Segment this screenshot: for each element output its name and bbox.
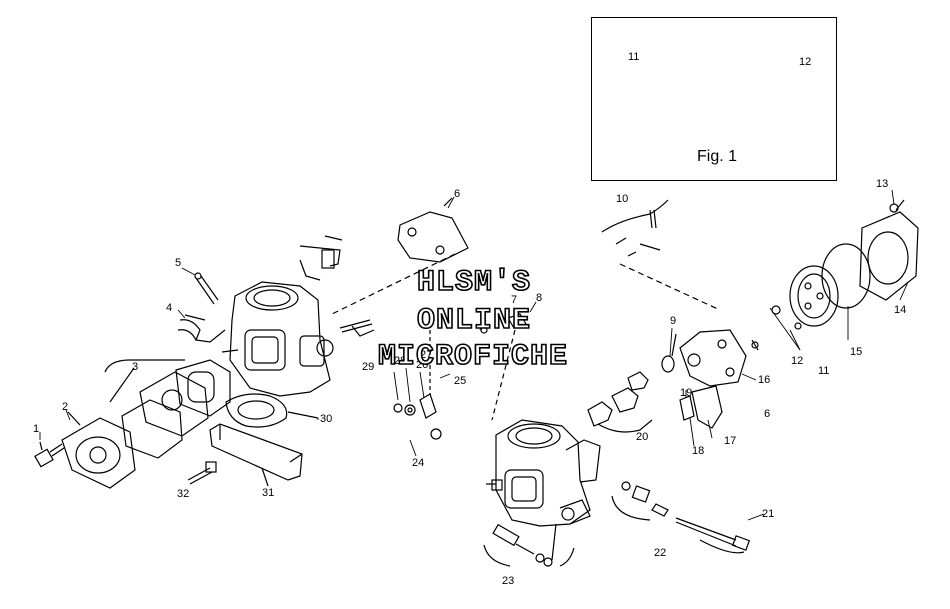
callout-4: 4 — [166, 302, 173, 314]
callout-2: 2 — [62, 401, 69, 413]
callout-32: 32 — [177, 488, 190, 500]
callout-13: 13 — [876, 178, 889, 190]
callout-22: 22 — [654, 547, 667, 559]
inset-fig1-frame: Fig. 1 — [591, 17, 837, 181]
callout-27: 27 — [420, 349, 433, 361]
callout-5: 5 — [175, 257, 182, 269]
fitting-part-5 — [194, 272, 219, 305]
callout-17: 17 — [724, 435, 737, 447]
watermark-line-1: HLSM'S — [416, 265, 532, 301]
pump-assembly-right — [661, 329, 759, 429]
callout-19: 19 — [680, 387, 693, 399]
inset-callout-12: 12 — [799, 56, 812, 68]
callout-1: 1 — [33, 423, 40, 435]
callout-7: 7 — [511, 294, 518, 306]
callout-29: 29 — [362, 361, 375, 373]
bolt-part-1 — [34, 441, 65, 468]
gasket-set-part-3 — [104, 359, 231, 459]
small-parts-24-29 — [339, 319, 442, 440]
gaskets-part-20 — [587, 371, 653, 433]
needle-assembly-part-21-22 — [611, 481, 751, 554]
callout-15: 15 — [850, 346, 863, 358]
hose-part-4 — [177, 314, 226, 343]
callout-21: 21 — [762, 508, 775, 520]
carburetor-body-left — [221, 235, 343, 397]
callout-9: 9 — [670, 315, 677, 327]
small-parts-10 — [601, 199, 721, 311]
callout-31: 31 — [262, 487, 275, 499]
inset-callout-11: 11 — [628, 51, 640, 63]
callout-16: 16 — [758, 374, 771, 386]
gasket-part-30 — [225, 393, 319, 428]
callout-8: 8 — [536, 292, 543, 304]
callout-20: 20 — [636, 431, 649, 443]
callout-26: 26 — [416, 359, 429, 371]
diaphragm-set-11-15 — [771, 199, 919, 330]
fuel-pump-part-6-upper — [329, 197, 469, 316]
watermark-line-3: MICROFICHE — [377, 339, 569, 375]
carburetor-body-right — [486, 419, 601, 561]
callout-24: 24 — [412, 457, 425, 469]
screw-part-32 — [187, 461, 217, 485]
callout-6-upper: 6 — [454, 188, 461, 200]
leader-lines — [39, 189, 909, 521]
callout-6-lower: 6 — [764, 408, 771, 420]
inset-caption: Fig. 1 — [697, 148, 738, 165]
callout-10: 10 — [616, 193, 629, 205]
callout-14: 14 — [894, 304, 907, 316]
callout-3: 3 — [132, 361, 139, 373]
callout-28: 28 — [394, 355, 407, 367]
callout-25: 25 — [454, 375, 467, 387]
fittings-part-23 — [483, 523, 575, 567]
callout-30: 30 — [320, 413, 333, 425]
watermark-line-2: ONLINE — [416, 303, 532, 339]
callout-23: 23 — [502, 575, 515, 587]
plate-part-31 — [209, 423, 303, 487]
callout-12: 12 — [791, 355, 804, 367]
callout-11: 11 — [818, 365, 830, 377]
pump-cover-part-2 — [61, 411, 136, 489]
callout-18: 18 — [692, 445, 705, 457]
